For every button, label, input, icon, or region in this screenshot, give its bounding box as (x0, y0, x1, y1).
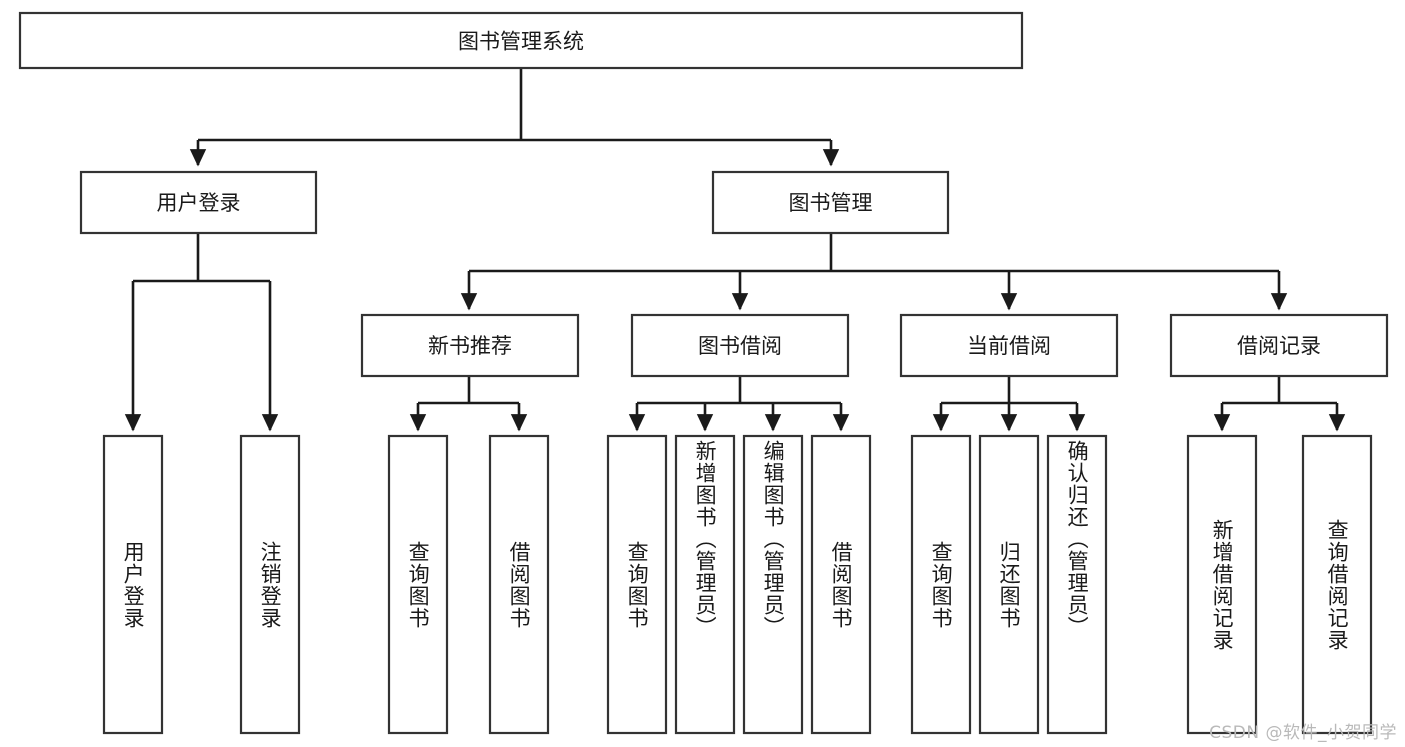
node-borrow-records-box[interactable] (1169, 313, 1389, 378)
connectors-new-books-to-leaves (409, 376, 528, 432)
node-user-login-box[interactable] (79, 170, 318, 235)
node-root-box[interactable] (18, 11, 1024, 70)
node-leaf-borrow-books-2-box[interactable] (810, 434, 872, 735)
node-new-book-recommend[interactable]: 新书推荐 (360, 313, 580, 378)
node-user-login-label: 用户登录 (157, 191, 241, 215)
leaf-boxes (102, 434, 1373, 735)
node-borrow-records-label: 借阅记录 (1237, 334, 1321, 358)
connectors-book-mgmt-to-level3 (460, 233, 1288, 311)
node-user-login[interactable]: 用户登录 (79, 170, 318, 235)
connectors-current-to-leaves (932, 376, 1086, 432)
connectors-records-to-leaves (1213, 376, 1346, 432)
node-book-management[interactable]: 图书管理 (711, 170, 950, 235)
node-leaf-add-book-box[interactable] (674, 434, 736, 735)
node-root-label: 图书管理系统 (458, 30, 584, 54)
node-current-borrow[interactable]: 当前借阅 (899, 313, 1119, 378)
node-leaf-query-record-box[interactable] (1301, 434, 1373, 735)
node-leaf-query-books-2-box[interactable] (606, 434, 668, 735)
node-borrow-records[interactable]: 借阅记录 (1169, 313, 1389, 378)
connectors-user-login-to-leaves (124, 233, 279, 432)
node-new-book-recommend-box[interactable] (360, 313, 580, 378)
node-leaf-confirm-return-box[interactable] (1046, 434, 1108, 735)
connectors-borrow-to-leaves (628, 376, 850, 432)
node-leaf-logout-box[interactable] (239, 434, 301, 735)
node-leaf-user-login-box[interactable] (102, 434, 164, 735)
node-root[interactable]: 图书管理系统 (18, 11, 1024, 70)
connectors-root-to-level2 (189, 69, 840, 167)
csdn-watermark: CSDN @软件_小贺同学 (1209, 723, 1397, 743)
node-book-management-label: 图书管理 (789, 191, 873, 215)
node-book-management-box[interactable] (711, 170, 950, 235)
node-current-borrow-label: 当前借阅 (967, 334, 1051, 358)
node-current-borrow-box[interactable] (899, 313, 1119, 378)
node-book-borrow[interactable]: 图书借阅 (630, 313, 850, 378)
node-book-borrow-label: 图书借阅 (698, 334, 782, 358)
node-new-book-recommend-label: 新书推荐 (428, 334, 512, 358)
node-book-borrow-box[interactable] (630, 313, 850, 378)
node-leaf-return-book-box[interactable] (978, 434, 1040, 735)
node-leaf-edit-book-box[interactable] (742, 434, 804, 735)
node-leaf-query-books-3-box[interactable] (910, 434, 972, 735)
node-leaf-add-record-box[interactable] (1186, 434, 1258, 735)
node-leaf-borrow-books-1-box[interactable] (488, 434, 550, 735)
node-leaf-query-books-1-box[interactable] (387, 434, 449, 735)
